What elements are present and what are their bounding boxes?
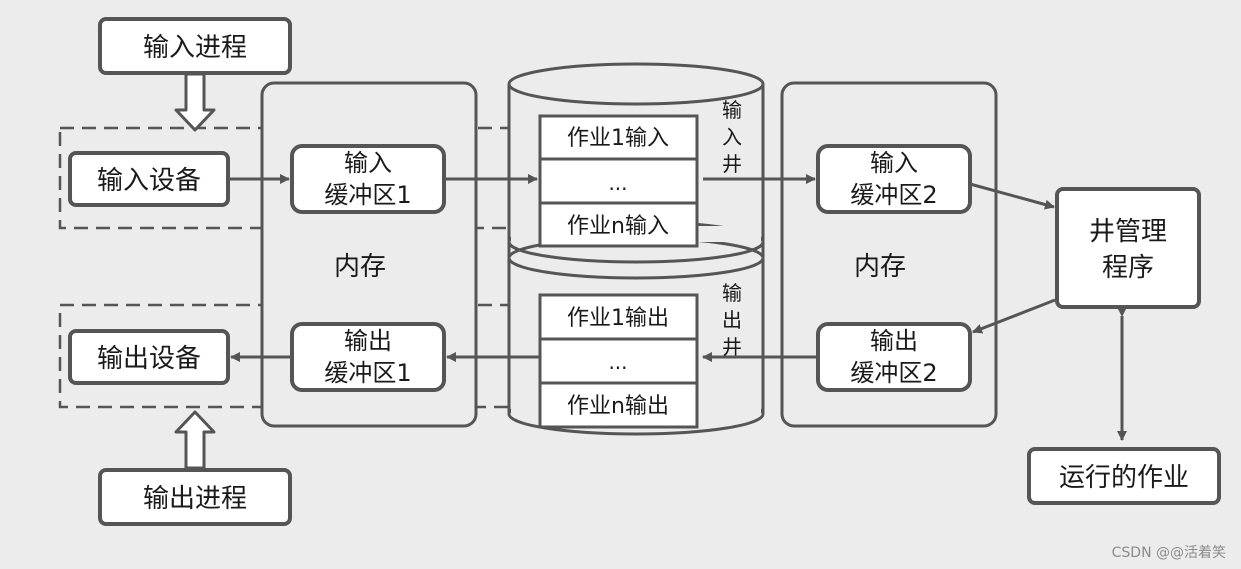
svg-text:缓冲区2: 缓冲区2 — [850, 181, 937, 209]
arrow-buffer2-to-manager — [969, 182, 1055, 210]
svg-text:出: 出 — [722, 308, 742, 332]
output-well-row-1: 作业1输出 — [567, 306, 669, 331]
output-process-arrow — [174, 410, 216, 470]
running-job-label: 运行的作业 — [1059, 463, 1189, 493]
input-well-table: 作业1输入 ... 作业n输入 — [538, 114, 699, 248]
input-well-row-1: 作业1输入 — [567, 126, 669, 151]
output-well-row-ellipsis: ... — [608, 350, 627, 374]
svg-text:程序: 程序 — [1102, 253, 1154, 283]
svg-text:输入: 输入 — [344, 149, 392, 177]
output-well-table: 作业1输出 ... 作业n输出 — [538, 293, 699, 429]
input-process-label: 输入进程 — [143, 33, 247, 63]
output-process-box — [98, 468, 292, 526]
output-device-label: 输出设备 — [97, 344, 201, 374]
output-well-row-n: 作业n输出 — [567, 394, 669, 419]
svg-text:输入: 输入 — [870, 149, 918, 177]
input-device-label: 输入设备 — [97, 166, 201, 196]
svg-text:输: 输 — [722, 281, 742, 305]
arrow-manager-to-outbuffer2 — [972, 298, 1056, 334]
svg-text:缓冲区1: 缓冲区1 — [324, 181, 411, 209]
svg-text:缓冲区2: 缓冲区2 — [850, 359, 937, 387]
input-well-row-n: 作业n输入 — [567, 214, 669, 239]
output-well-label: 输 出 井 — [722, 281, 742, 359]
svg-text:井: 井 — [722, 152, 742, 176]
input-buffer-2 — [816, 144, 972, 214]
output-process-label: 输出进程 — [143, 484, 247, 514]
input-well-row-ellipsis: ... — [608, 171, 627, 195]
input-well-label: 输 入 井 — [722, 98, 742, 176]
input-process-arrow — [174, 72, 216, 132]
running-job-box — [1027, 447, 1221, 505]
svg-text:入: 入 — [722, 125, 742, 149]
svg-text:井管理: 井管理 — [1089, 217, 1167, 247]
left-memory-label: 内存 — [334, 252, 386, 282]
watermark: CSDN @@活着笑 — [1112, 545, 1226, 561]
well-manager-box — [1055, 187, 1201, 309]
output-device-box — [68, 329, 230, 385]
svg-text:井: 井 — [722, 335, 742, 359]
right-memory-label: 内存 — [854, 252, 906, 282]
svg-text:输出: 输出 — [870, 327, 918, 355]
svg-text:缓冲区1: 缓冲区1 — [324, 359, 411, 387]
svg-text:输出: 输出 — [344, 327, 392, 355]
svg-text:输: 输 — [722, 98, 742, 122]
